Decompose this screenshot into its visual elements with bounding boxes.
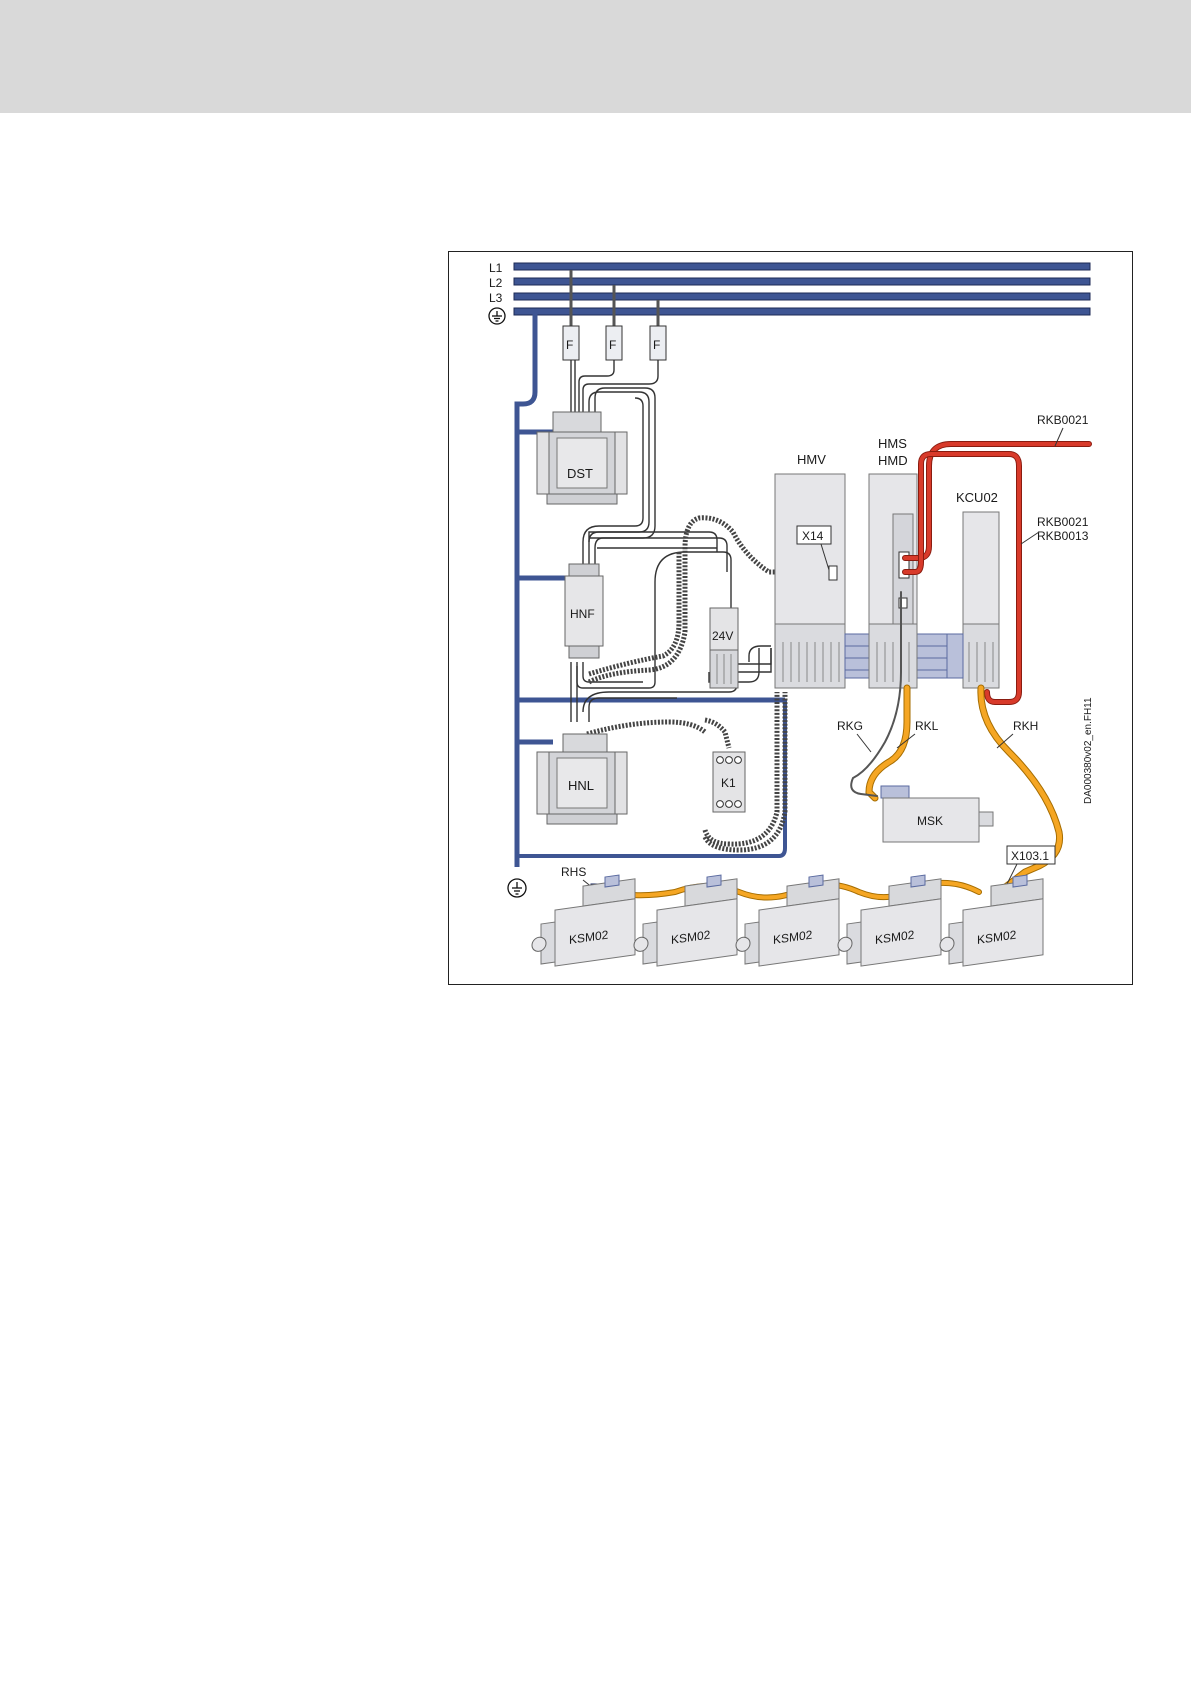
hms-hmd-unit: HMS HMD [869,436,917,688]
rkg-label: RKG [837,719,863,733]
contactor-label: K1 [721,776,736,790]
rkb-side-label-1: RKB0021 [1037,515,1089,529]
hnl-choke: HNL [537,734,627,824]
hmv-unit: HMV X14 [775,452,845,688]
psu-24v: 24V [710,608,738,688]
ksm02-motor-3: KSM02 [736,873,839,969]
hnf-filter: HNF [565,564,603,658]
rkl-label: RKL [915,719,939,733]
ground-icon [508,879,526,897]
bus-label-l3: L3 [489,291,503,305]
rhs-label: RHS [561,865,586,879]
header-band [0,0,1191,113]
bus-l1 [514,263,1090,270]
hnl-label: HNL [568,778,594,793]
rkb-side-label-2: RKB0013 [1037,529,1089,543]
fuse-1: F [563,326,579,360]
ground-icon [489,308,505,324]
bus-label-l2: L2 [489,276,503,290]
supply-buses: L1 L2 L3 [489,261,1090,324]
psu-label: 24V [712,629,733,643]
msk-motor: MSK [881,786,993,842]
kcu02-unit: KCU02 [947,490,999,688]
bus-l3 [514,293,1090,300]
msk-label: MSK [917,814,943,828]
bus-pe [514,308,1090,315]
dst-label: DST [567,466,593,481]
ksm02-motor-1: KSM02 [532,873,635,969]
hmv-label: HMV [797,452,826,467]
bus-l2 [514,278,1090,285]
x103-label: X103.1 [1011,849,1049,863]
hms-label: HMS [878,436,907,451]
rkh-label: RKH [1013,719,1038,733]
doc-id: DA000380v02_en.FH11 [1083,697,1094,804]
fuse-label: F [566,338,573,352]
dst-transformer: DST [537,412,627,504]
ksm02-motor-2: KSM02 [634,873,737,969]
fuse-3: F [650,326,666,360]
k1-contactor: K1 [713,752,745,812]
fuse-label: F [653,338,660,352]
ksm02-motor-5: KSM02 [940,873,1043,969]
bus-label-l1: L1 [489,261,503,275]
rkb-top-label: RKB0021 [1037,413,1089,427]
fuse-2: F [606,326,622,360]
drive-system-diagram: L1 L2 L3 F [448,251,1133,985]
fuse-label: F [609,338,616,352]
wiring-diagram-svg: L1 L2 L3 F [449,252,1134,986]
x14-label: X14 [802,529,824,543]
hnf-label: HNF [570,607,595,621]
kcu-label: KCU02 [956,490,998,505]
hmd-label: HMD [878,453,908,468]
